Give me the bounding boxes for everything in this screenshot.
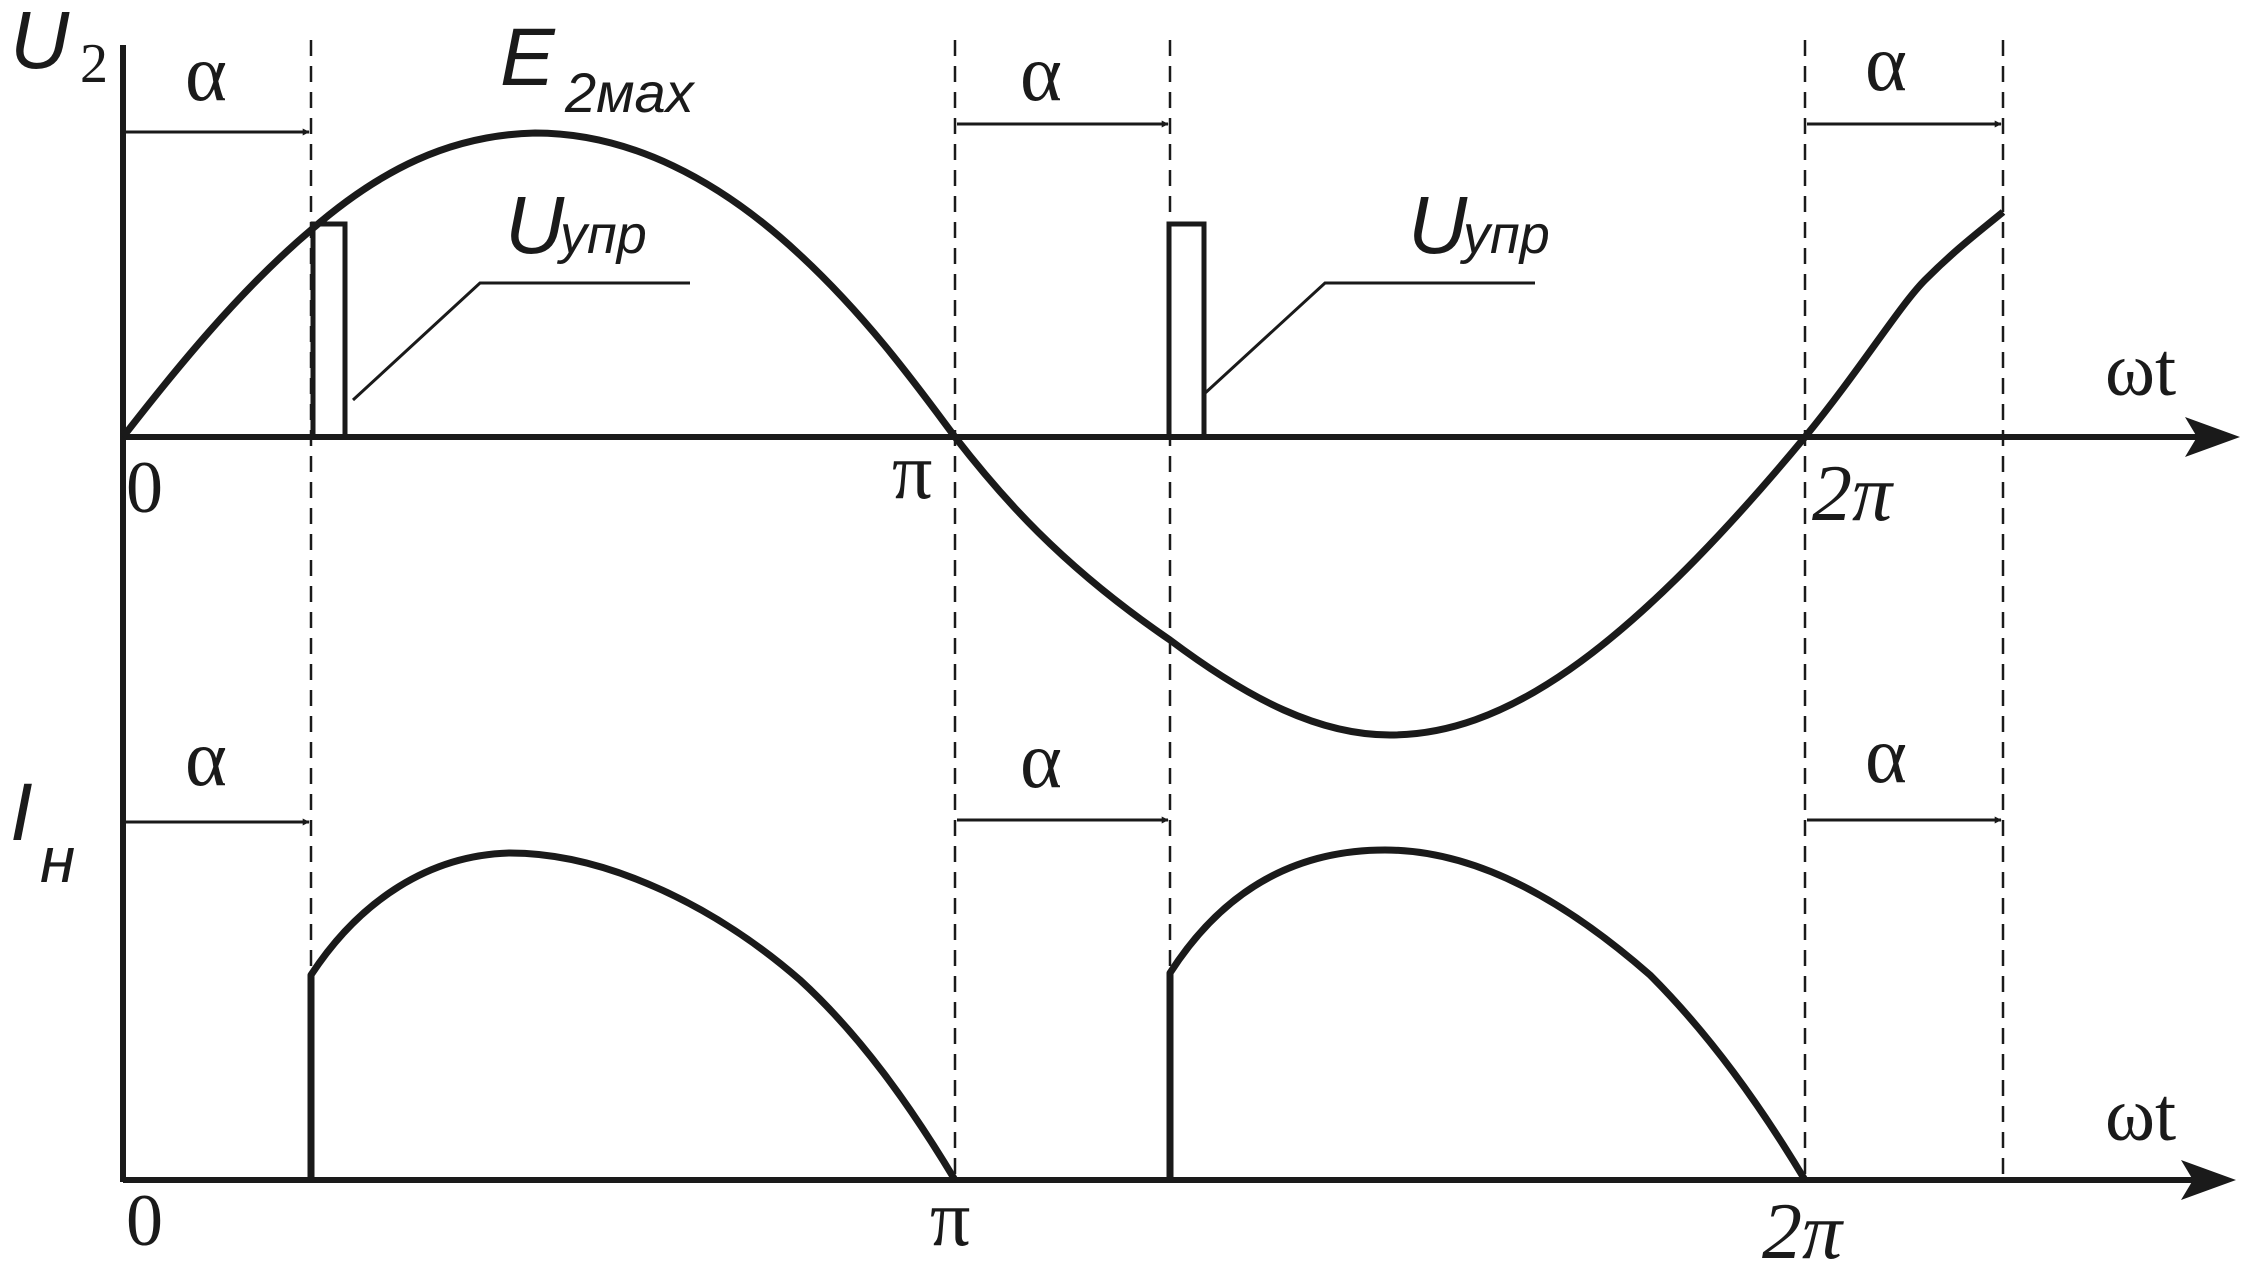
load-current-pulse-2 bbox=[1166, 846, 1809, 1182]
two-pi-label-lower: 2π bbox=[1762, 1188, 1844, 1263]
control-pulse-1-leader bbox=[351, 281, 690, 402]
control-pulse-2 bbox=[1166, 221, 1207, 440]
supply-voltage-sine-curve bbox=[120, 129, 2006, 739]
lower-axis-arrowhead bbox=[2181, 1160, 2236, 1200]
e2max-label-main: E bbox=[500, 12, 556, 103]
control-pulse-1 bbox=[310, 221, 348, 440]
lower-alpha-arrows bbox=[123, 816, 2002, 826]
zero-label-upper: 0 bbox=[126, 447, 163, 529]
load-current-pulse-1 bbox=[307, 849, 959, 1182]
upper-axis-arrowhead bbox=[2185, 417, 2240, 457]
uupr-label-1-main: U bbox=[505, 180, 565, 271]
alpha-label-upper-2: α bbox=[1020, 30, 1062, 118]
in-label-main: I bbox=[10, 767, 33, 858]
zero-label-lower: 0 bbox=[126, 1180, 163, 1262]
alpha-label-lower-1: α bbox=[185, 715, 227, 803]
alpha-label-upper-3: α bbox=[1865, 20, 1907, 108]
e2max-label-sub: 2мах bbox=[564, 61, 696, 124]
upper-alpha-arrows bbox=[123, 120, 2002, 136]
uupr-label-2-sub: упр bbox=[1459, 205, 1550, 265]
in-label-sub: н bbox=[40, 824, 75, 896]
axes bbox=[120, 45, 2240, 1200]
alpha-label-upper-1: α bbox=[185, 30, 227, 118]
uupr-label-2-main: U bbox=[1408, 180, 1468, 271]
pi-label-upper: π bbox=[892, 428, 932, 516]
omega-t-label-upper: ωt bbox=[2105, 328, 2176, 412]
pi-label-lower: π bbox=[930, 1175, 970, 1263]
alpha-label-lower-3: α bbox=[1865, 712, 1907, 800]
uupr-label-1-sub: упр bbox=[556, 205, 647, 265]
alpha-label-lower-2: α bbox=[1020, 717, 1062, 805]
omega-t-label-lower: ωt bbox=[2105, 1073, 2176, 1157]
two-pi-label-upper: 2π bbox=[1812, 450, 1894, 538]
control-pulse-2-leader bbox=[1201, 281, 1535, 397]
u2-label-sub: 2 bbox=[80, 33, 108, 95]
u2-label-main: U bbox=[10, 0, 70, 86]
